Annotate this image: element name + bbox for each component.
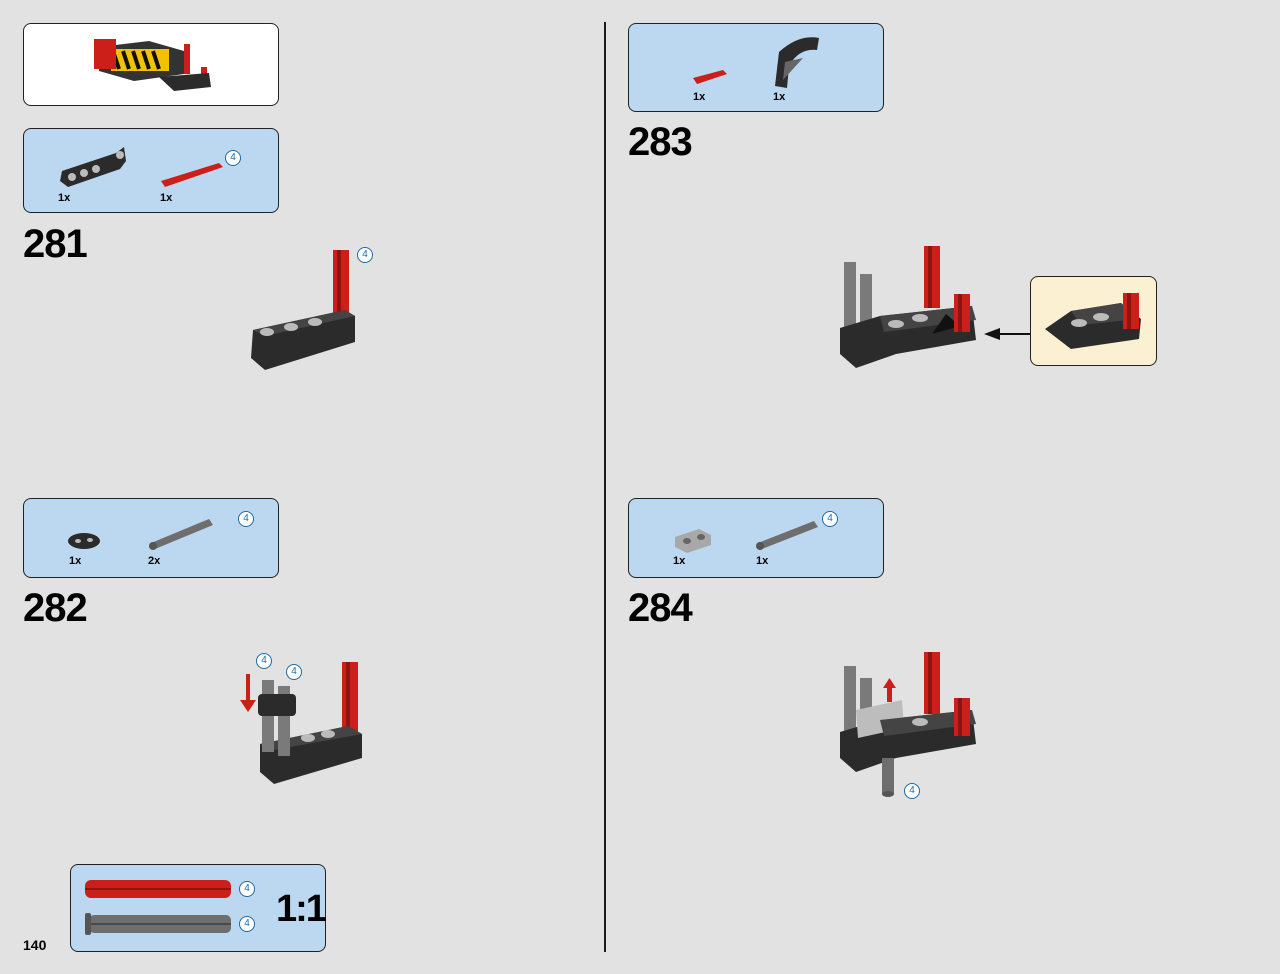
parts-callout-282: 1x 4 2x <box>23 498 279 578</box>
length-indicator: 4 <box>225 150 241 166</box>
gray-connector-part <box>675 529 711 553</box>
assembly-image-282 <box>240 662 362 784</box>
length-indicator: 4 <box>286 664 302 680</box>
part-quantity: 1x <box>773 91 786 103</box>
parts-callout-284: 1x 4 1x <box>628 498 884 578</box>
connector-part <box>68 533 100 549</box>
part-quantity: 1x <box>673 555 686 567</box>
quarter-disc-part <box>775 37 819 88</box>
red-axle-ruler <box>85 880 231 898</box>
gray-axle-part <box>756 521 818 550</box>
step-number: 281 <box>23 222 88 266</box>
length-indicator: 4 <box>357 247 373 263</box>
parts-callout-281: 1x 4 1x <box>23 128 279 213</box>
step-number: 282 <box>23 586 88 630</box>
quarter-disc-subassembly <box>1045 293 1141 349</box>
part-quantity: 1x <box>58 192 71 204</box>
length-indicator: 4 <box>238 511 254 527</box>
length-indicator: 4 <box>256 653 272 669</box>
length-indicator: 4 <box>904 783 920 799</box>
length-ruler-callout: 4 4 1:1 <box>70 864 327 952</box>
part-quantity: 1x <box>69 555 82 567</box>
assembly-image-281 <box>251 250 355 370</box>
assembly-image-284 <box>840 652 976 797</box>
gray-axle-part <box>149 519 213 550</box>
submodel-preview <box>23 23 279 106</box>
part-quantity: 2x <box>148 555 161 567</box>
assembly-image-283 <box>840 246 976 368</box>
part-quantity: 1x <box>756 555 769 567</box>
submodel-image <box>94 39 211 91</box>
red-short-axle-part <box>693 70 727 84</box>
step-number: 283 <box>628 120 693 164</box>
page-number: 140 <box>23 937 47 953</box>
liftarm-l-shape-part <box>60 147 126 187</box>
part-quantity: 1x <box>693 91 706 103</box>
length-indicator: 4 <box>239 916 255 932</box>
arrow-left-icon <box>984 328 1030 340</box>
part-quantity: 1x <box>160 192 173 204</box>
scale-ratio: 1:1 <box>276 888 327 930</box>
step-number: 284 <box>628 586 693 630</box>
length-indicator: 4 <box>239 881 255 897</box>
length-indicator: 4 <box>822 511 838 527</box>
parts-callout-283: 1x 1x <box>628 23 884 112</box>
page-divider <box>604 22 606 952</box>
subassembly-callout-283 <box>1030 276 1157 366</box>
red-axle-part <box>161 163 223 187</box>
gray-axle-ruler <box>85 913 231 935</box>
